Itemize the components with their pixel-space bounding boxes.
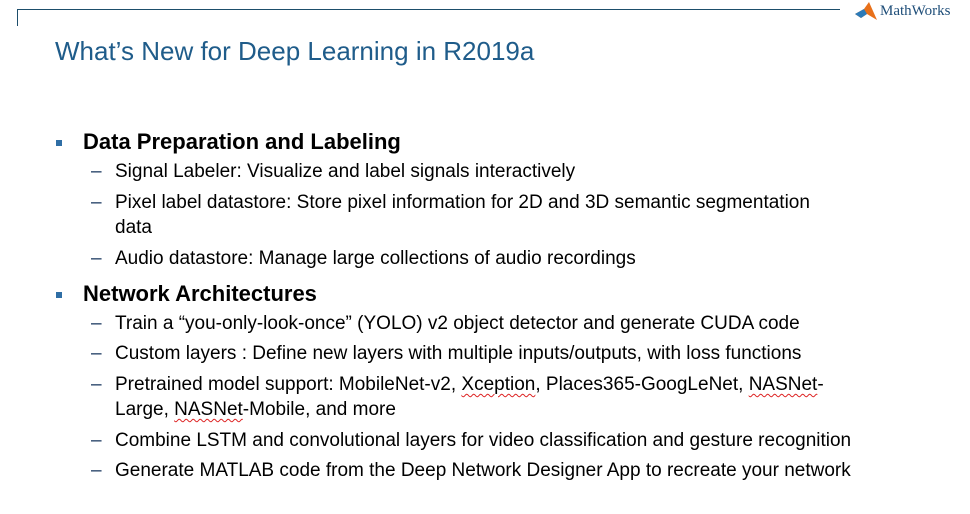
dash-bullet: – bbox=[91, 460, 102, 481]
dash-bullet: – bbox=[91, 192, 102, 213]
list-item: Train a “you-only-look-once” (YOLO) v2 o… bbox=[115, 313, 800, 334]
slide-title: What’s New for Deep Learning in R2019a bbox=[55, 36, 535, 66]
square-bullet-icon bbox=[56, 292, 62, 298]
spellcheck-word: NASNet bbox=[748, 374, 818, 395]
frame-line-top bbox=[17, 9, 840, 10]
membrane-icon bbox=[855, 2, 877, 20]
dash-bullet: – bbox=[91, 248, 102, 269]
spellcheck-word: Xception bbox=[461, 374, 536, 395]
list-item: Signal Labeler: Visualize and label sign… bbox=[115, 161, 576, 182]
spellcheck-word: NASNet bbox=[174, 399, 243, 420]
square-bullet-icon bbox=[56, 140, 62, 146]
list-item: Generate MATLAB code from the Deep Netwo… bbox=[115, 460, 851, 481]
list-item: Custom layers : Define new layers with m… bbox=[115, 343, 802, 364]
text: Pretrained model support: MobileNet-v2, bbox=[115, 374, 462, 395]
mathworks-logo: MathWorks bbox=[855, 2, 950, 20]
text: - bbox=[817, 374, 824, 395]
section-heading: Data Preparation and Labeling bbox=[83, 129, 401, 154]
dash-bullet: – bbox=[91, 343, 102, 364]
list-item-continuation: Large, NASNet-Mobile, and more bbox=[115, 399, 396, 421]
frame-line-left bbox=[17, 9, 18, 26]
text: -Mobile, and more bbox=[242, 399, 396, 420]
list-item: Audio datastore: Manage large collection… bbox=[115, 248, 636, 269]
text: , Places365-GoogLeNet, bbox=[535, 374, 749, 395]
section-heading: Network Architectures bbox=[83, 281, 317, 306]
dash-bullet: – bbox=[91, 374, 102, 395]
text: Large, bbox=[115, 399, 175, 420]
list-item: Pretrained model support: MobileNet-v2, … bbox=[115, 374, 824, 396]
list-item-continuation: data bbox=[115, 217, 152, 238]
list-item: Pixel label datastore: Store pixel infor… bbox=[115, 192, 810, 213]
dash-bullet: – bbox=[91, 430, 102, 451]
dash-bullet: – bbox=[91, 161, 102, 182]
list-item: Combine LSTM and convolutional layers fo… bbox=[115, 430, 852, 451]
dash-bullet: – bbox=[91, 313, 102, 334]
